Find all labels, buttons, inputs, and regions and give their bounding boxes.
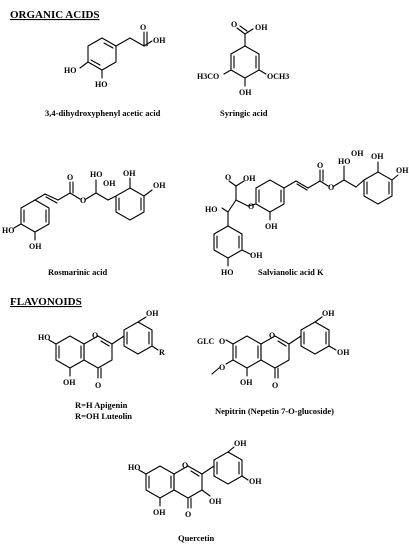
caption-luteolin: R=OH Luteolin (75, 411, 132, 421)
salvianolic-o-carbonyl-label: O (317, 161, 323, 170)
caption-apigenin: R=H Apigenin (75, 400, 128, 410)
rosmarinic-oh-label-3: OH (153, 181, 166, 190)
structure-dhpaa: O OH HO HO (64, 23, 166, 89)
caption-syringic-acid: Syringic acid (220, 108, 268, 118)
quercetin-o-ring-label: O (182, 461, 188, 470)
syringic-och3-right-label: OCH3 (267, 72, 289, 81)
nepitrin-o6-label: O (219, 363, 225, 372)
caption-salvianolic-acid-k: Salvianolic acid K (258, 267, 324, 277)
rosmarinic-o-carbonyl-label: O (67, 173, 73, 182)
syringic-oh-top-label: OH (255, 23, 268, 32)
rosmarinic-ho-bottom-label: HO (2, 226, 14, 235)
structure-quercetin: O HO OH OH OH O OH (128, 439, 262, 519)
section-heading-flavonoids: FLAVONOIDS (10, 296, 82, 308)
salvianolic-ho-b1-label: OH (250, 251, 263, 260)
nepitrin-o-4-label: O (272, 381, 278, 390)
nepitrin-oh-b-label: OH (337, 348, 350, 357)
syringic-oh-bottom-label: OH (239, 88, 252, 97)
dhpaa-ho-label-2: HO (95, 80, 107, 89)
caption-quercetin: Quercetin (178, 533, 214, 543)
dhpaa-o-label: O (140, 23, 146, 32)
section-heading-organic-acids: ORGANIC ACIDS (10, 9, 100, 21)
structure-syringic-acid: O OH H3CO OCH3 OH (197, 20, 289, 97)
salvianolic-o-link-label: O (248, 202, 254, 211)
dhpaa-ho-label-1: HO (64, 66, 76, 75)
caption-rosmarinic-acid: Rosmarinic acid (48, 267, 108, 277)
rosmarinic-o-ester-label: O (80, 196, 86, 205)
nepitrin-o7-label: O (219, 337, 225, 346)
rosmarinic-oh-bottom-label: OH (29, 242, 42, 251)
apigenin-o-ring-label: O (92, 331, 98, 340)
quercetin-oh-3-label: OH (209, 497, 222, 506)
salvianolic-ho-label-1: HO (205, 205, 217, 214)
nepitrin-o-ring-label: O (269, 331, 275, 340)
apigenin-o-4-label: O (95, 381, 101, 390)
quercetin-o-4-label: O (185, 510, 191, 519)
quercetin-oh-b-label: OH (249, 477, 262, 486)
rosmarinic-oh-label-2: OH (123, 169, 136, 178)
salvianolic-ho-b2-label: HO (221, 268, 233, 277)
salvianolic-oh-right-label-2: OH (396, 166, 409, 175)
salvianolic-oh-acid-label: OH (351, 149, 364, 158)
quercetin-oh-a-label: OH (234, 439, 247, 448)
caption-nepitrin: Nepitrin (Nepetin 7-O-glucoside) (215, 406, 334, 416)
salvianolic-oh-right-label-1: OH (371, 152, 384, 161)
salvianolic-ho-acid-label: HO (338, 157, 350, 166)
structure-apigenin-luteolin: O HO OH R OH O (38, 309, 165, 390)
structure-nepitrin: O GLC O O OH O OH OH (197, 309, 350, 390)
quercetin-oh-5-label: OH (153, 508, 166, 517)
caption-dhpaa: 3,4-dihydroxyphenyl acetic acid (45, 108, 161, 118)
rosmarinic-oh-label-1: OH (103, 179, 116, 188)
structure-salvianolic-acid-k: HO O OH O OH O O HO OH OH OH OH HO (205, 149, 409, 277)
nepitrin-oh-5-label: OH (240, 378, 253, 387)
apigenin-r-label: R (159, 348, 165, 357)
salvianolic-oh-label-1: OH (243, 174, 256, 183)
apigenin-ho-label: HO (38, 333, 50, 342)
apigenin-oh-top-label: OH (146, 309, 159, 318)
nepitrin-oh-a-label: OH (322, 309, 335, 318)
salvianolic-o-ester-label: O (328, 183, 334, 192)
salvianolic-oh-mid-label: OH (265, 222, 278, 231)
quercetin-ho-label: HO (128, 463, 140, 472)
structure-rosmarinic-acid: HO OH OH OH O O HO OH (2, 169, 166, 251)
rosmarinic-ho-label: HO (90, 170, 102, 179)
nepitrin-glc-label: GLC (197, 337, 215, 346)
syringic-och3-left-label: H3CO (197, 72, 219, 81)
salvianolic-o-label-1: O (225, 173, 231, 182)
dhpaa-oh-label: OH (153, 36, 166, 45)
apigenin-oh-5-label: OH (63, 378, 76, 387)
syringic-o-label: O (231, 20, 237, 29)
